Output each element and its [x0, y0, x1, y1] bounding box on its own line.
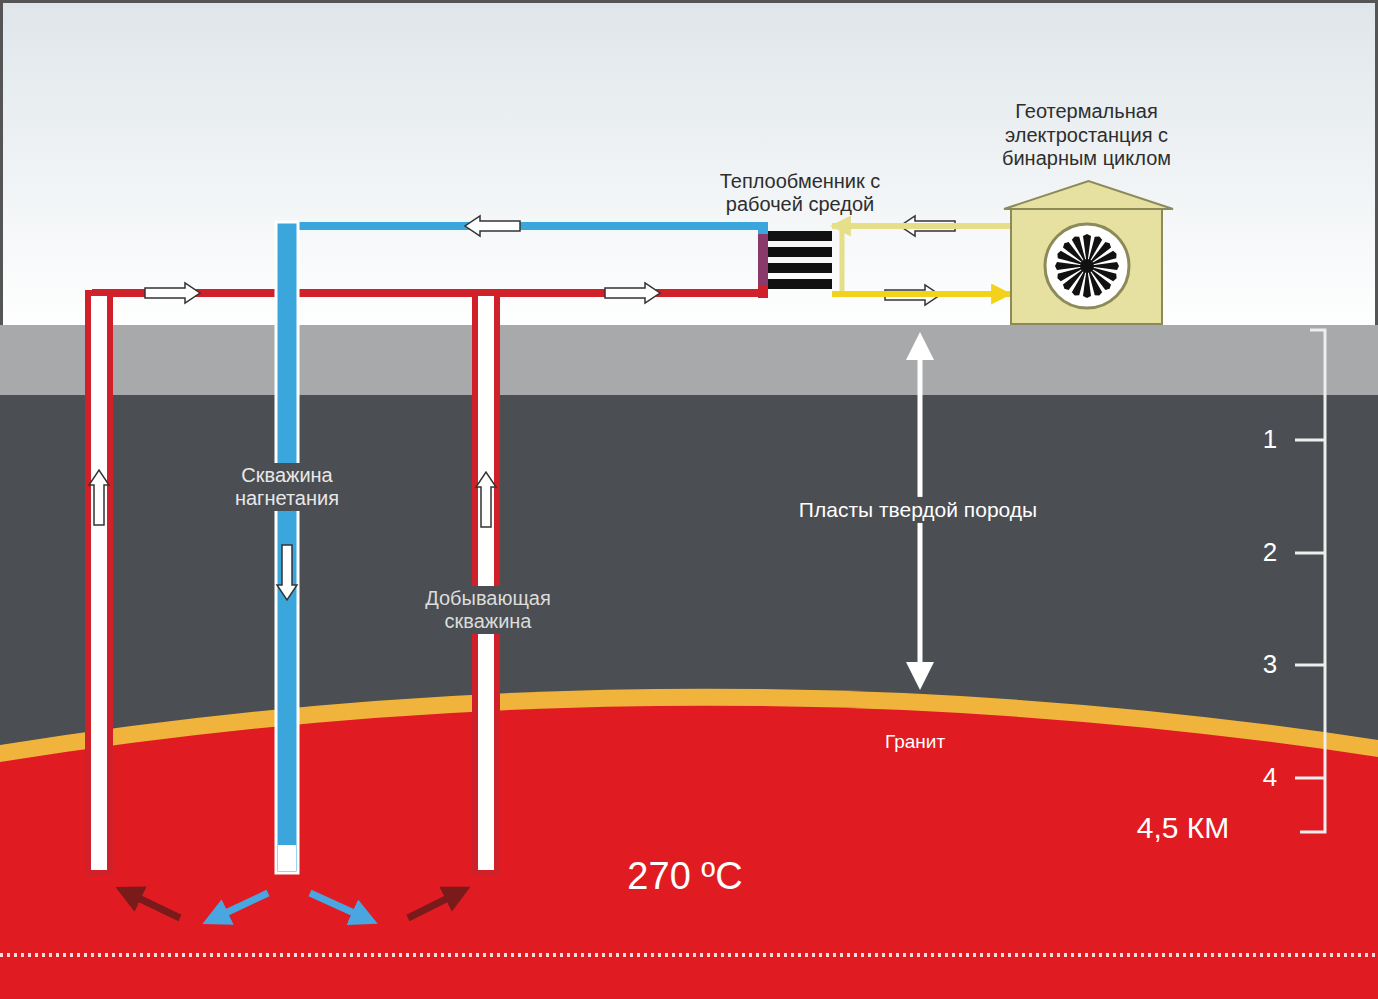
layer-label: Пласты твердой породы — [795, 497, 1041, 523]
working-fluid-link — [840, 226, 845, 293]
fluid-line — [832, 291, 1010, 297]
flow-arrows — [89, 216, 955, 600]
power-plant: Геотермальная электростанция с бинарным … — [1010, 207, 1163, 325]
heat-exchanger: Теплообменник с рабочей средой — [768, 229, 832, 293]
node-heading: Геотермальная электростанция с бинарным … — [967, 100, 1207, 171]
node-heading: Теплообменник с рабочей средой — [700, 170, 900, 217]
pipe-end — [758, 234, 768, 286]
dotted-line — [0, 953, 1378, 957]
fluid-line — [832, 223, 1010, 229]
well-label: Скважина нагнетания — [203, 463, 371, 511]
cold-pipe — [285, 222, 768, 230]
layer-label: Гранит — [881, 730, 949, 754]
temperature-label: 270 ºC — [623, 854, 746, 900]
sky — [0, 0, 1378, 330]
depth-number: 4 — [1259, 762, 1281, 794]
exchanger-plates — [768, 229, 832, 293]
production-well — [475, 293, 497, 873]
well-bottom — [278, 845, 296, 871]
depth-scale — [1295, 330, 1325, 832]
surface-layer — [0, 325, 1378, 395]
granite-band — [0, 689, 1378, 999]
depth-number: 3 — [1259, 649, 1281, 681]
pipe-end — [758, 222, 768, 234]
plant-house — [1012, 209, 1161, 323]
hot-granite — [0, 706, 1378, 999]
pipe-end — [758, 286, 768, 298]
well-label: Добывающая скважина — [389, 586, 587, 634]
depth-total: 4,5 КМ — [1133, 810, 1234, 847]
injection-well — [276, 222, 298, 873]
depth-number: 2 — [1259, 537, 1281, 569]
underground-flow — [128, 893, 458, 918]
depth-number: 1 — [1259, 424, 1281, 456]
production-well — [88, 293, 110, 873]
